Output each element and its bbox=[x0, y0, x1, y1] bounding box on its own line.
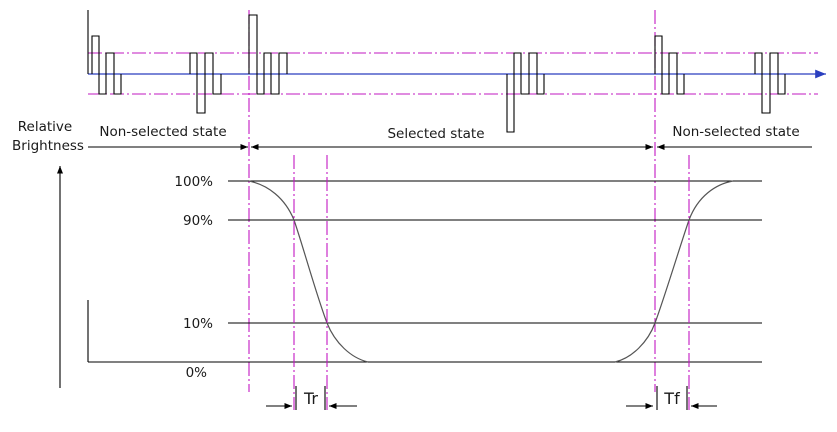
state-bar: Non-selected state Selected state Non-se… bbox=[88, 124, 812, 151]
y-axis-label-line1: Relative bbox=[18, 119, 72, 135]
state-label-middle: Selected state bbox=[387, 126, 484, 142]
rise-time-label: Tr bbox=[303, 389, 318, 408]
y-axis-label-line2: Brightness bbox=[12, 138, 84, 154]
fall-time-label: Tf bbox=[663, 389, 680, 408]
level-label-0: 0% bbox=[186, 365, 208, 381]
state-label-left: Non-selected state bbox=[99, 124, 226, 140]
drive-pulses bbox=[87, 10, 786, 133]
fall-curve bbox=[614, 180, 734, 363]
rise-curve bbox=[248, 180, 369, 363]
response-curves bbox=[248, 180, 734, 363]
drive-waveform bbox=[87, 10, 826, 392]
level-label-100: 100% bbox=[174, 174, 213, 190]
level-label-90: 90% bbox=[183, 213, 213, 229]
state-label-right: Non-selected state bbox=[672, 124, 799, 140]
timing-markers: Tr Tf bbox=[266, 155, 717, 410]
level-label-10: 10% bbox=[183, 316, 213, 332]
y-axis: Relative Brightness bbox=[12, 119, 84, 388]
level-lines: 100% 90% 10% 0% bbox=[87, 174, 762, 381]
